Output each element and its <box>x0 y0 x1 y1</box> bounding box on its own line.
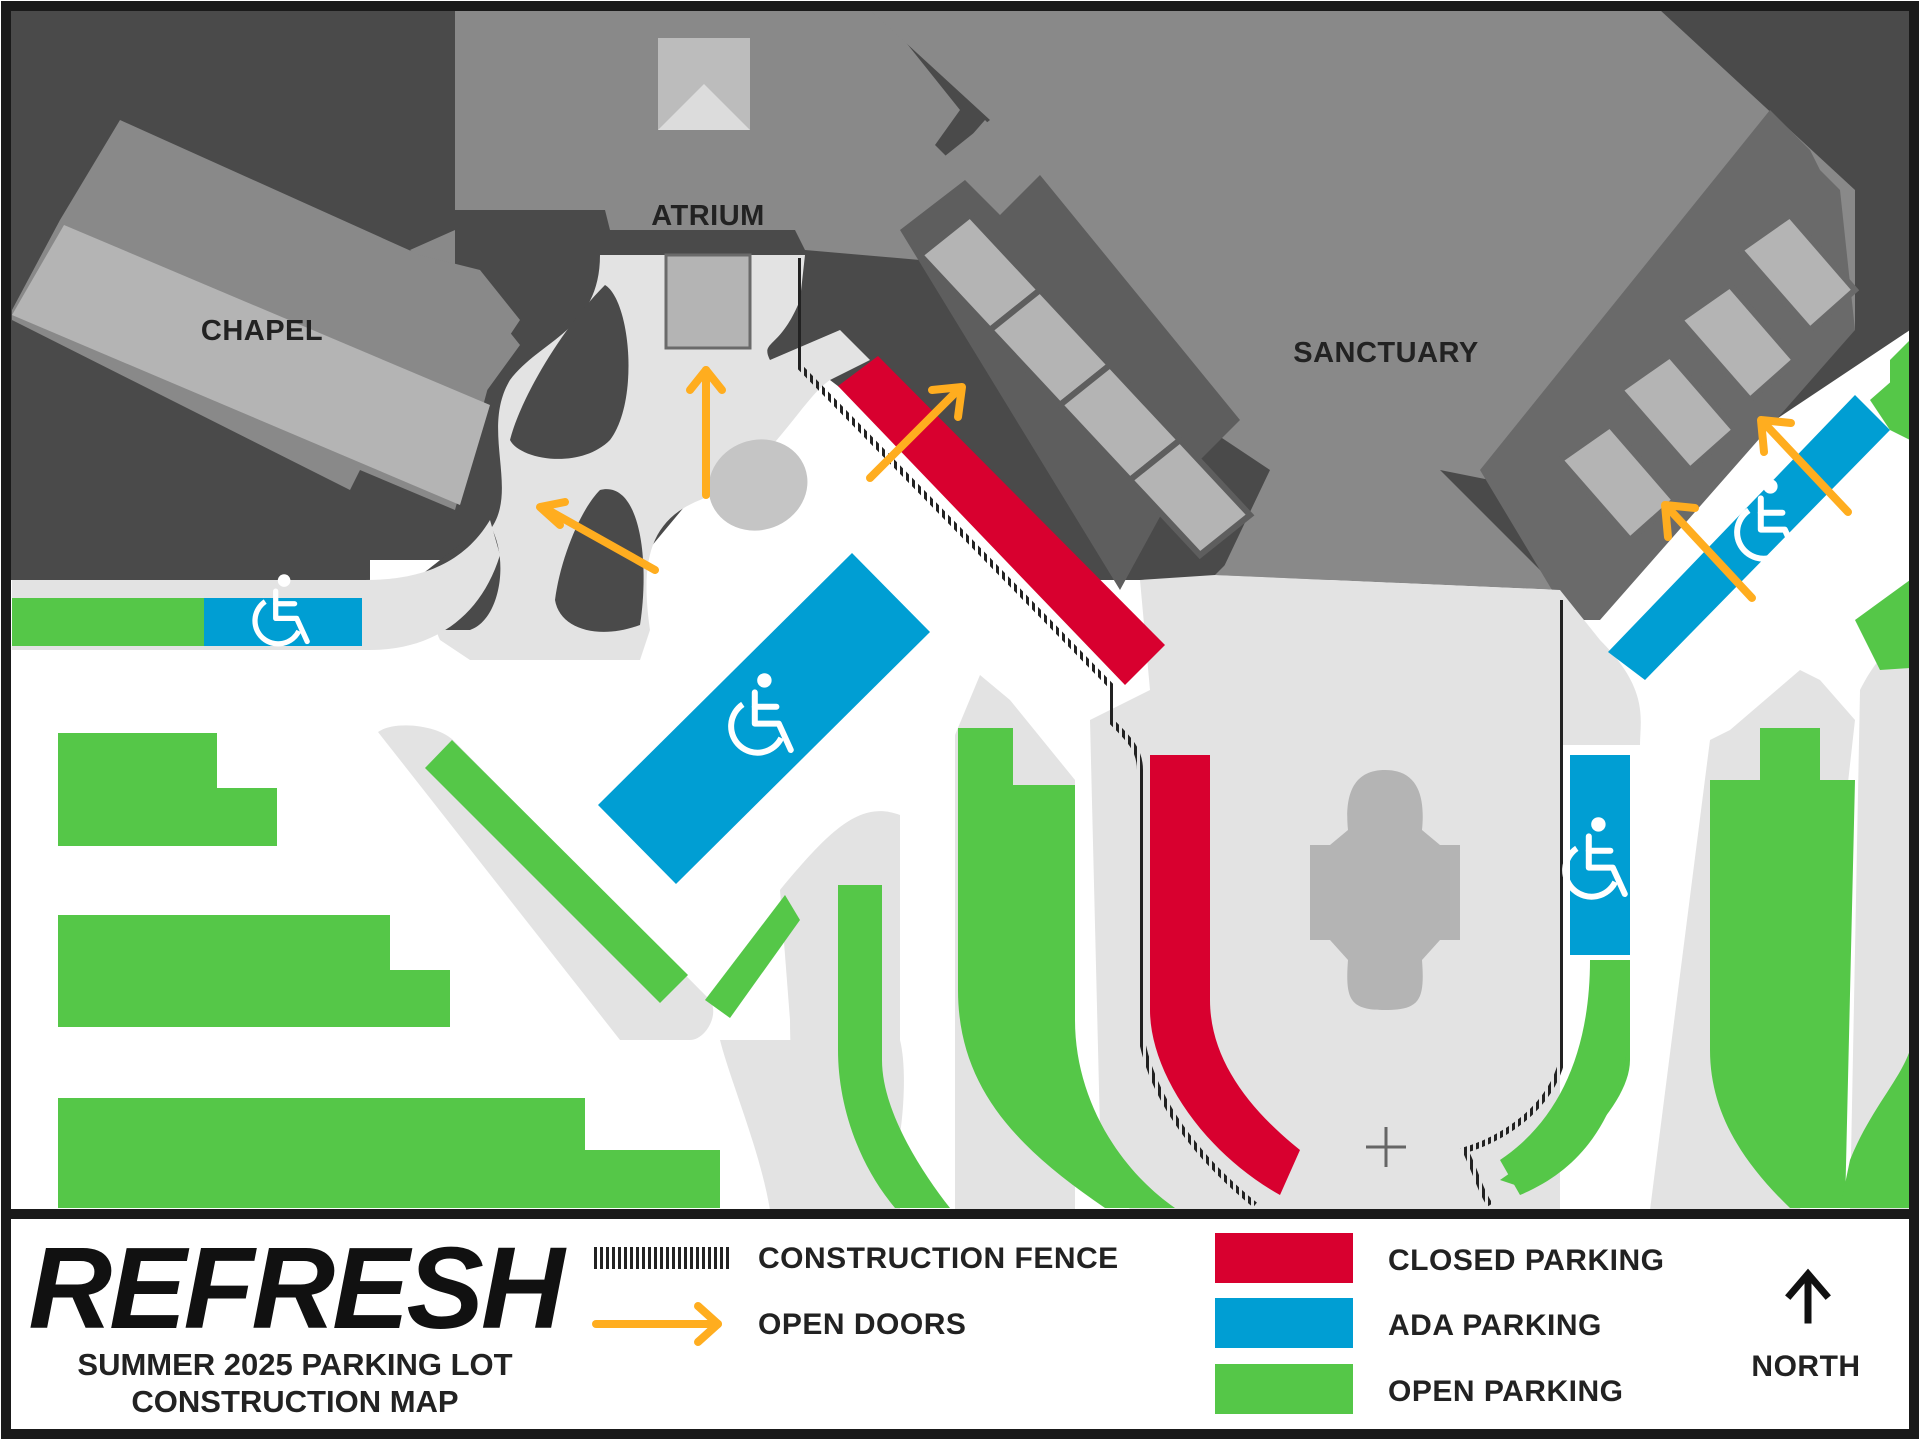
label-chapel: CHAPEL <box>201 315 323 347</box>
legend: REFRESH SUMMER 2025 PARKING LOT CONSTRUC… <box>1 1209 1919 1439</box>
door-arrow-icon <box>536 498 659 574</box>
crosshair-icon <box>1366 1127 1406 1167</box>
legend-fence-label: CONSTRUCTION FENCE <box>758 1242 1119 1275</box>
door-arrow-icon <box>536 366 1852 602</box>
ada-swatch <box>1215 1298 1353 1348</box>
legend-closed-label: CLOSED PARKING <box>1388 1244 1664 1277</box>
atrium-building <box>410 10 1040 400</box>
door-arrow-icon <box>686 366 726 499</box>
planter-1 <box>510 285 629 459</box>
planter-2 <box>555 489 644 632</box>
open-parking-zones <box>12 340 1910 1208</box>
open-swatch <box>1215 1364 1353 1414</box>
oval-island <box>708 439 808 531</box>
sanctuary-entry <box>1215 470 1560 590</box>
legend-ada-label: ADA PARKING <box>1388 1309 1602 1342</box>
legend-title: REFRESH <box>28 1223 567 1353</box>
construction-fence <box>795 258 1565 1208</box>
legend-doors-label: OPEN DOORS <box>758 1308 966 1341</box>
closed-swatch <box>1215 1233 1353 1283</box>
sanctuary-east-stalls <box>1555 210 1860 545</box>
door-arrow-icon <box>1757 416 1852 516</box>
legend-north-label: NORTH <box>1751 1350 1860 1383</box>
construction-fence-icon <box>592 1247 730 1269</box>
north-arrow-icon <box>1785 1268 1831 1324</box>
chapel-roof-light <box>12 225 490 505</box>
sanctuary-west-stalls <box>915 210 1255 560</box>
median-5 <box>1850 640 1910 1210</box>
label-sanctuary: SANCTUARY <box>1293 337 1478 369</box>
atrium-door-block <box>664 253 752 350</box>
plaza-fountain <box>1310 770 1460 1010</box>
map-area: CHAPEL ATRIUM SANCTUARY <box>10 10 1910 1210</box>
door-arrow-icon <box>866 383 966 482</box>
legend-subtitle-line1: SUMMER 2025 PARKING LOT <box>77 1347 512 1382</box>
atrium-walkway <box>435 255 870 660</box>
label-atrium: ATRIUM <box>651 200 765 232</box>
closed-parking-zones <box>838 356 1300 1195</box>
door-arrow-icon <box>1661 501 1756 602</box>
door-arrow-icon <box>592 1302 722 1346</box>
legend-subtitle-line2: CONSTRUCTION MAP <box>131 1384 458 1419</box>
legend-open-label: OPEN PARKING <box>1388 1375 1623 1408</box>
